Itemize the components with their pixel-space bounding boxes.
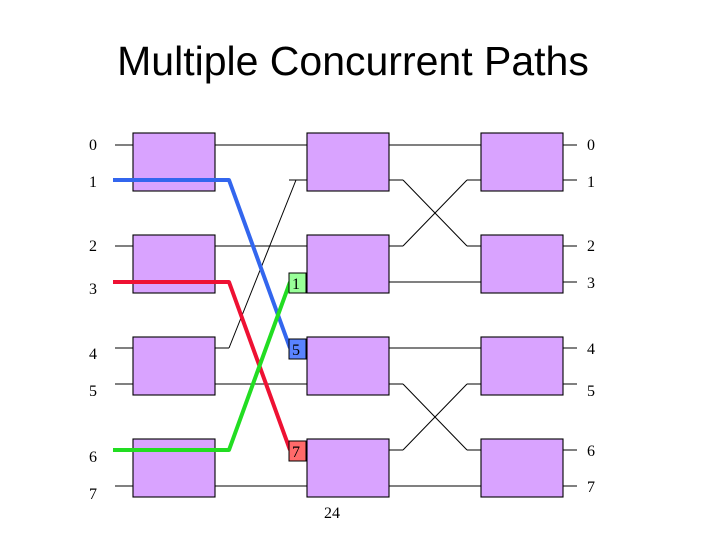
output-label-7: 7: [587, 479, 595, 496]
input-label-7: 7: [89, 486, 97, 503]
switch-stage3-0: [480, 132, 564, 192]
path-tag-7: 7: [288, 440, 307, 462]
switch-stage1-2: [132, 336, 216, 396]
svg-text:1: 1: [292, 276, 300, 293]
path-blue: [113, 178, 292, 349]
path-green: [113, 281, 292, 452]
switch-stage1-3: [132, 438, 216, 498]
input-label-1: 1: [89, 174, 97, 191]
switch-stage2-1: [306, 234, 390, 294]
output-label-6: 6: [587, 443, 595, 460]
input-label-5: 5: [89, 383, 97, 400]
input-labels: 0 1 2 3 4 5 6 7: [89, 137, 97, 503]
path-red: [113, 280, 292, 451]
output-label-5: 5: [587, 383, 595, 400]
slide-title: Multiple Concurrent Paths: [117, 38, 589, 84]
input-label-4: 4: [89, 346, 97, 363]
output-label-1: 1: [587, 174, 595, 191]
switch-stage3-3: [480, 438, 564, 498]
switch-stage2-0: [306, 132, 390, 192]
output-labels: 0 1 2 3 4 5 6 7: [587, 137, 595, 496]
path-tag-1: 1: [288, 272, 307, 294]
path-tag-5: 5: [288, 338, 307, 360]
input-label-2: 2: [89, 238, 97, 255]
output-label-4: 4: [587, 341, 595, 358]
svg-text:7: 7: [292, 444, 300, 461]
input-label-0: 0: [89, 137, 97, 154]
page-number: 24: [324, 505, 340, 522]
stage1-to-stage2-wires: [215, 144, 307, 487]
output-label-3: 3: [587, 275, 595, 292]
switch-stage1-0: [132, 132, 216, 192]
svg-text:5: 5: [292, 342, 300, 359]
output-stubs: [563, 144, 577, 487]
input-label-3: 3: [89, 281, 97, 298]
output-label-2: 2: [587, 238, 595, 255]
input-stubs: [115, 144, 133, 487]
switch-stage2-2: [306, 336, 390, 396]
stage2-to-stage3-wires: [389, 144, 481, 487]
switch-stage1-1: [132, 234, 216, 294]
switch-stage3-1: [480, 234, 564, 294]
switch-stage3-2: [480, 336, 564, 396]
output-label-0: 0: [587, 137, 595, 154]
input-label-6: 6: [89, 449, 97, 466]
switch-stage2-3: [306, 438, 390, 498]
